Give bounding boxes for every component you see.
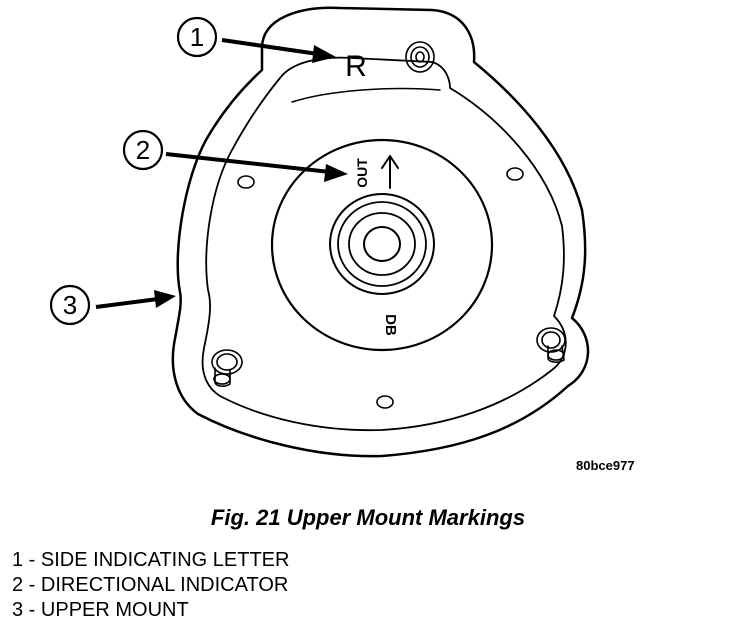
legend-separator: -	[23, 599, 41, 621]
callout-1: 1	[176, 16, 218, 58]
bearing-outer-ring	[329, 193, 435, 295]
side-tab-line	[291, 87, 441, 103]
center-hole	[363, 226, 401, 262]
direction-text-out: OUT	[354, 158, 370, 188]
center-dome	[270, 138, 494, 352]
bearing-inner-ring	[348, 212, 416, 276]
legend-label: DIRECTIONAL INDICATOR	[40, 574, 289, 596]
legend-label: UPPER MOUNT	[40, 599, 189, 621]
figure-code: 80bce977	[576, 458, 635, 473]
stud-bottom-left	[211, 349, 243, 387]
legend-number: 3	[12, 599, 24, 621]
callout-1-number: 1	[190, 22, 204, 52]
legend-number: 1	[12, 549, 24, 571]
legend-separator: -	[23, 549, 41, 571]
direction-arrow-icon	[381, 155, 399, 189]
legend-separator: -	[23, 574, 41, 596]
locating-bump-left	[237, 175, 255, 189]
mount-plate-inner	[201, 56, 567, 432]
legend-item: 1 - SIDE INDICATING LETTER	[12, 548, 289, 573]
legend-item: 2 - DIRECTIONAL INDICATOR	[12, 573, 289, 598]
callout-2-number: 2	[136, 135, 150, 165]
legend-label: SIDE INDICATING LETTER	[40, 549, 290, 571]
leader-arrows	[95, 38, 348, 309]
bearing-middle-ring	[337, 201, 427, 287]
side-letter-r: R	[345, 50, 367, 83]
part-mark-db: DB	[382, 314, 399, 336]
legend-item: 3 - UPPER MOUNT	[12, 598, 289, 623]
stud-top-right	[405, 41, 435, 73]
callout-2: 2	[122, 129, 164, 171]
legend-number: 2	[12, 574, 24, 596]
figure-caption: Fig. 21 Upper Mount Markings	[210, 505, 526, 530]
upper-mount-diagram: R OUT DB 1 2 3	[49, 6, 590, 458]
legend-list: 1 - SIDE INDICATING LETTER 2 - DIRECTION…	[12, 548, 289, 623]
locating-bump-right	[506, 167, 524, 181]
locating-bump-bottom	[376, 395, 394, 409]
callout-3-number: 3	[63, 290, 77, 320]
mount-plate-outline	[171, 6, 590, 458]
callout-3: 3	[49, 284, 91, 326]
stud-bottom-right	[536, 327, 566, 363]
